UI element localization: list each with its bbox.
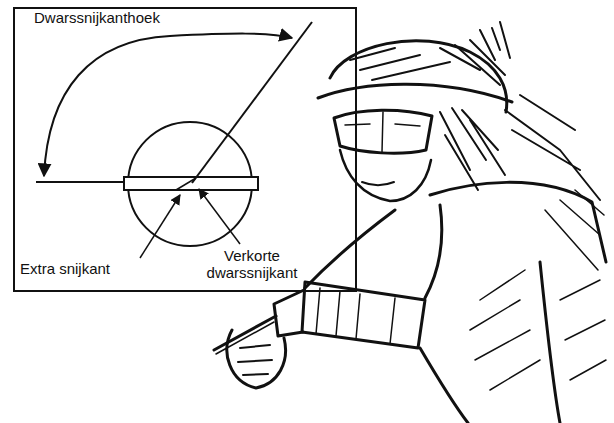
part-label: Extra snijkant xyxy=(20,260,150,277)
leader-line xyxy=(140,195,180,258)
chisel-edge-band xyxy=(124,177,258,190)
inset-frame xyxy=(14,8,356,291)
angle-arc xyxy=(44,34,292,176)
leader-line xyxy=(199,189,240,244)
reference-line xyxy=(36,181,124,183)
part-label: Dwarssnijkanthoek xyxy=(34,9,204,26)
shortened-edge-mark xyxy=(176,178,196,190)
angle-line xyxy=(192,22,312,183)
drilling-person-sketch xyxy=(214,22,606,423)
part-label: Verkorte dwarssnijkant xyxy=(196,247,308,281)
drill-end-view xyxy=(36,22,312,258)
